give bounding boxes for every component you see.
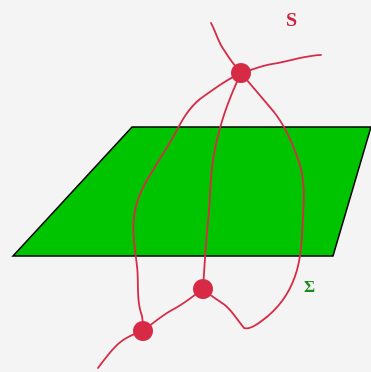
label-plane-sigma: Σ [304, 277, 315, 296]
curve-left-long [132, 72, 242, 332]
plane-sigma [11, 126, 371, 257]
node-middle [193, 279, 213, 299]
worldlines [97, 22, 322, 369]
label-surface-s: S [286, 9, 297, 31]
curve-top-right-branch [240, 54, 322, 74]
curve-middle [202, 72, 242, 290]
node-top [231, 63, 251, 83]
curve-right [202, 72, 305, 330]
node-lower-left [133, 321, 153, 341]
curve-lower-connector [142, 288, 204, 332]
